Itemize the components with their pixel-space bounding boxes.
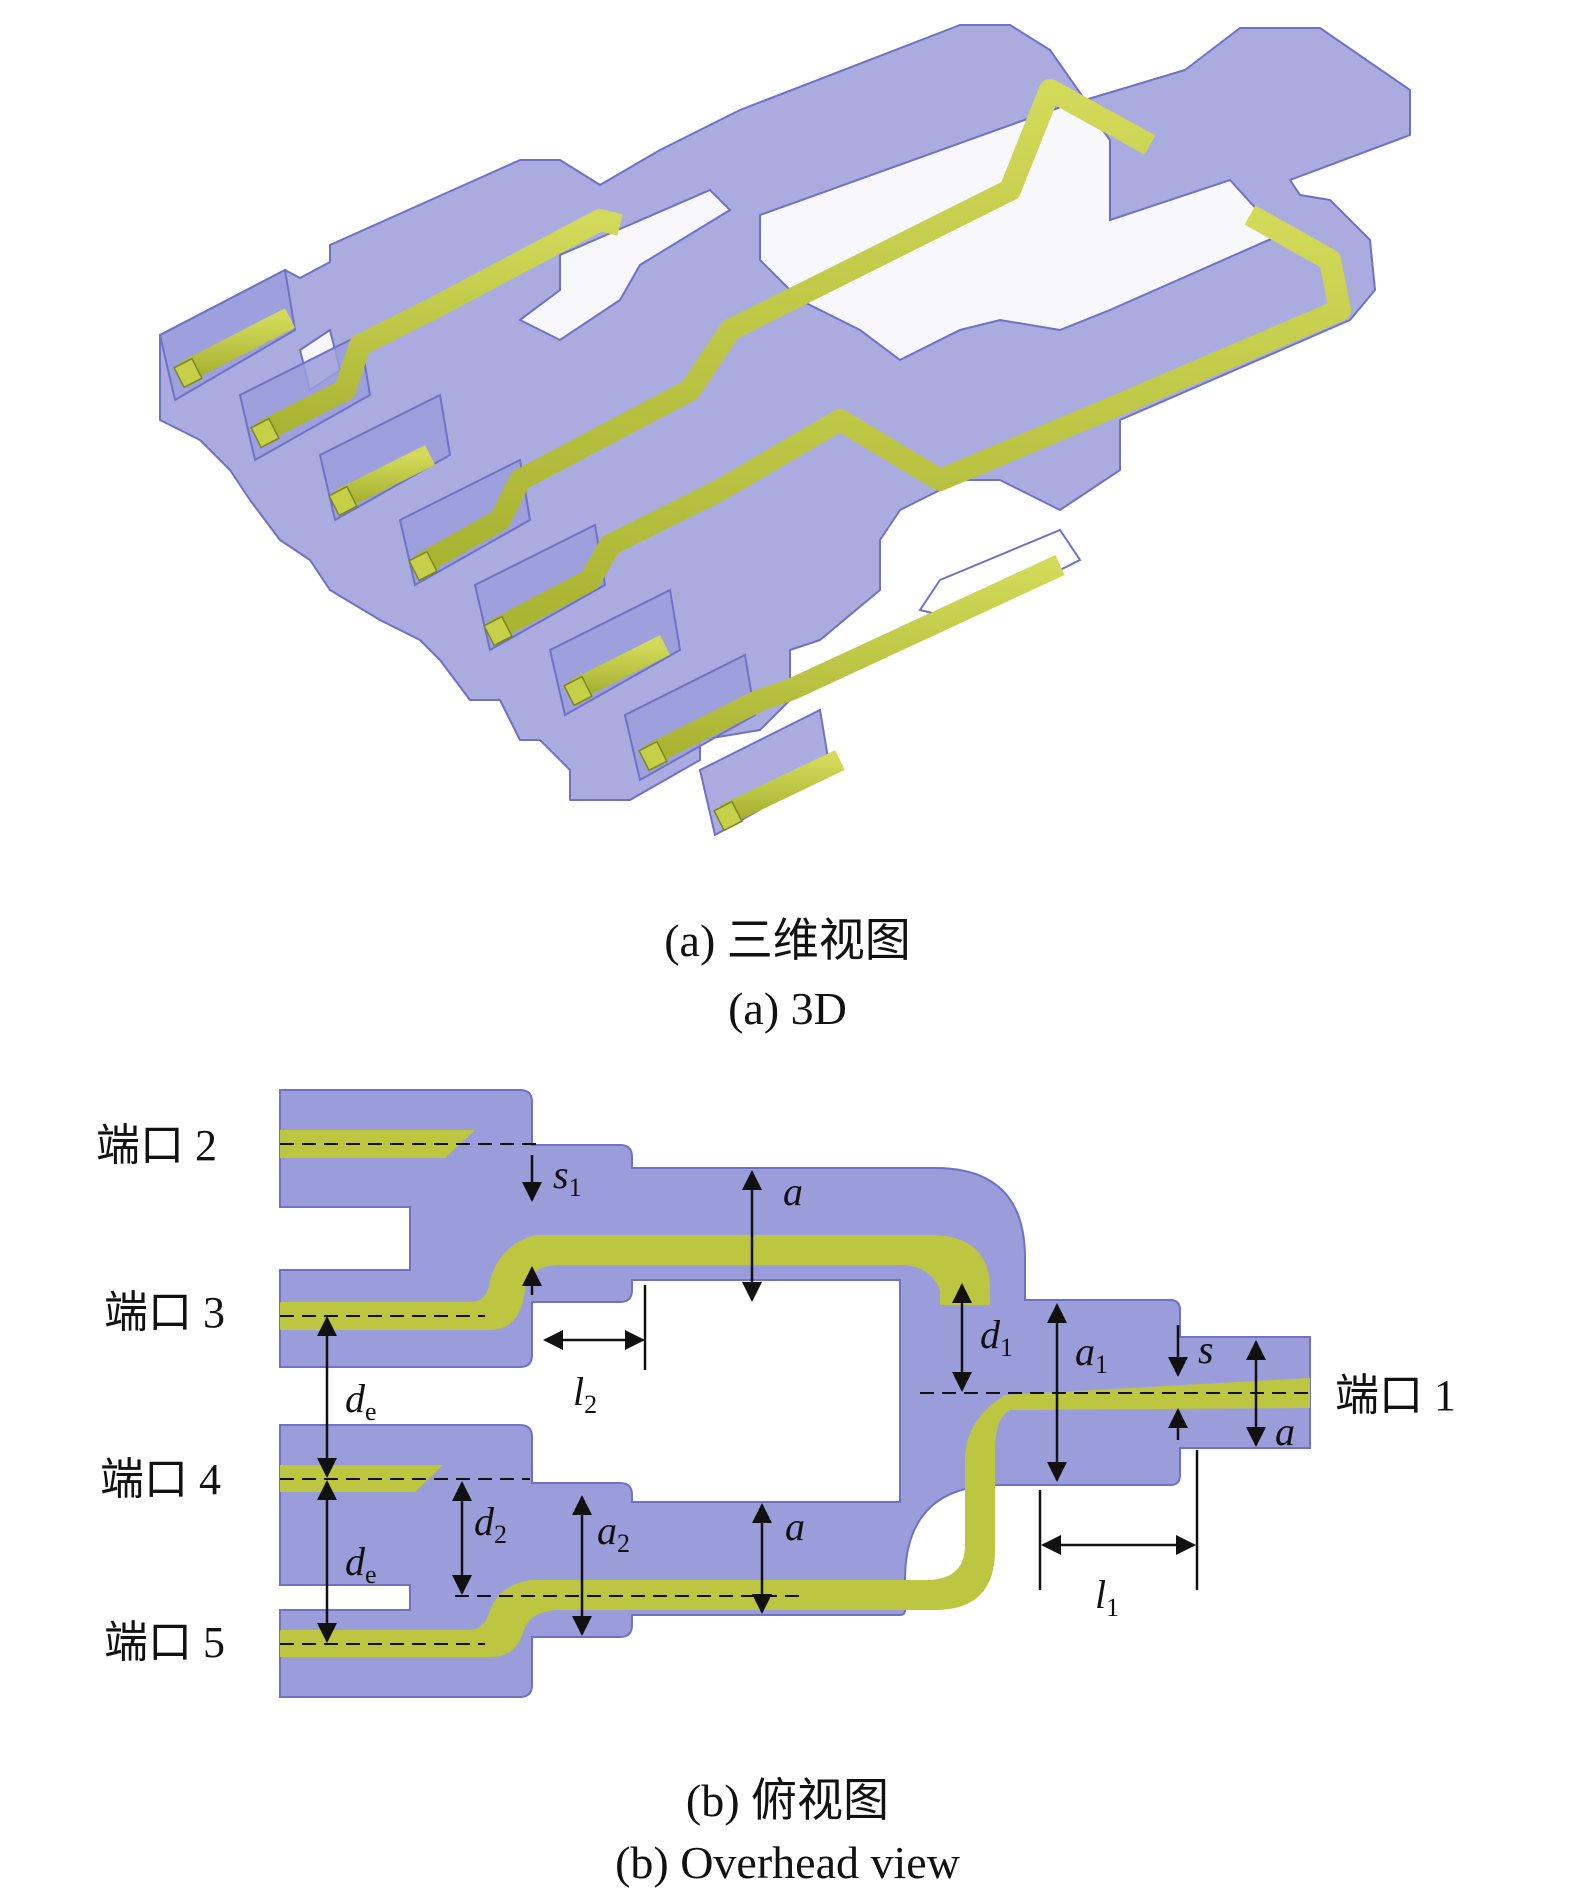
port-3-label: 端口 3 (104, 1288, 225, 1337)
dimension-labels: s1 a l2 d1 a1 s a l1 de de d2 a2 a (345, 1152, 1295, 1622)
label-s: s (1198, 1327, 1214, 1372)
strip-lines-3d (179, 79, 1351, 825)
housing-holes (298, 98, 1282, 622)
figure-a-caption-en: (a) 3D (728, 983, 847, 1034)
label-l1: l1 (1095, 1572, 1119, 1622)
dimension-arrows (317, 1155, 1266, 1643)
figure-b-overhead-view: 端口 2 端口 3 端口 4 端口 5 端口 1 s1 a l2 d1 a1 s… (96, 1089, 1456, 1698)
figure-a-caption-cn: (a) 三维视图 (664, 915, 911, 966)
label-a-top: a (783, 1169, 803, 1214)
label-s1: s1 (553, 1152, 582, 1202)
strip-end-faces (173, 357, 743, 832)
label-a-bottom: a (785, 1504, 805, 1549)
port-5-label: 端口 5 (104, 1618, 225, 1667)
port-2-label: 端口 2 (96, 1121, 217, 1170)
strip-port5-arm (280, 1378, 1310, 1657)
label-l2: l2 (573, 1369, 597, 1419)
port-4-label: 端口 4 (100, 1455, 221, 1504)
label-a-port1: a (1275, 1409, 1295, 1454)
figure-a-3d-view (158, 24, 1411, 837)
label-a1: a1 (1075, 1329, 1108, 1379)
label-d1: d1 (980, 1312, 1013, 1362)
label-de-upper: de (345, 1376, 377, 1426)
label-d2: d2 (474, 1499, 507, 1549)
figure-b-caption-en: (b) Overhead view (615, 1837, 960, 1888)
label-a2: a2 (597, 1508, 630, 1558)
port-1-label: 端口 1 (1335, 1371, 1456, 1420)
dashed-centerlines (280, 1143, 1310, 1645)
figure-b-caption-cn: (b) 俯视图 (685, 1775, 890, 1826)
port-labels: 端口 2 端口 3 端口 4 端口 5 端口 1 (96, 1121, 1456, 1667)
strip-port3-arm (280, 1235, 990, 1330)
label-de-lower: de (345, 1539, 377, 1589)
